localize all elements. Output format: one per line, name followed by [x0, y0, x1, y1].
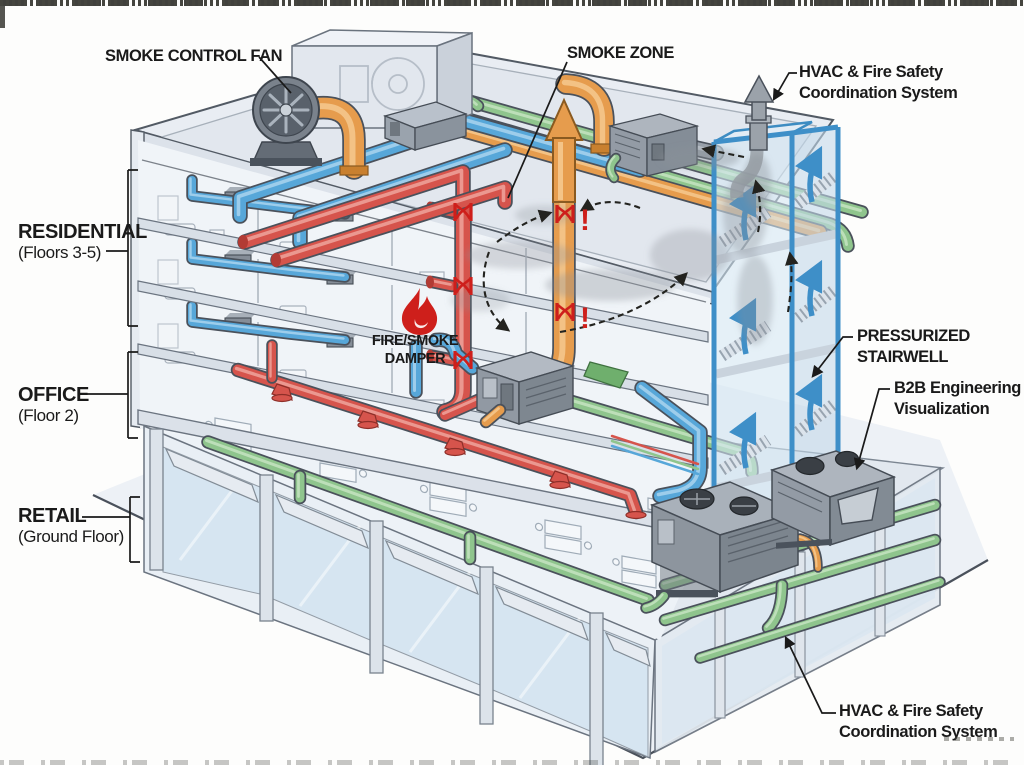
pressurized-stairwell-label: PRESSURIZED STAIRWELL — [857, 326, 970, 368]
stairwell-line1: PRESSURIZED — [857, 327, 970, 345]
stairwell-line2: STAIRWELL — [857, 348, 949, 366]
hvac-bottom-line2: Coordination System — [839, 723, 998, 741]
retail-name: RETAIL — [18, 505, 87, 527]
retail-detail: (Ground Floor) — [18, 527, 124, 546]
rooftop-unit-2 — [769, 450, 897, 549]
office-exhaust-duct — [234, 366, 637, 513]
smoke-zone-label: SMOKE ZONE — [567, 44, 674, 62]
damper-line2: DAMPER — [384, 351, 446, 367]
labeled-green-elbow — [763, 580, 787, 633]
smoke-control-fan-label: SMOKE CONTROL FAN — [105, 47, 283, 65]
roof-ahu — [382, 101, 469, 151]
labeled-green-elbow — [765, 582, 782, 628]
rtu-hood — [837, 486, 879, 525]
hvac-coordination-label-top: HVAC & Fire Safety Coordination System — [799, 62, 958, 104]
penthouse-exhaust-elbow — [561, 79, 606, 148]
retail-fresh-duct — [205, 439, 648, 600]
damper-alert-mark: ! — [580, 204, 590, 237]
office-ahu — [474, 351, 576, 429]
podium-pillar — [794, 551, 806, 678]
damper-line1: FIRE/SMOKE — [371, 333, 459, 349]
retail-label: RETAIL (Ground Floor) — [18, 505, 124, 547]
smoke-flow-arrows — [482, 144, 799, 334]
duct-diffusers — [271, 383, 647, 520]
residential-detail: (Floors 3-5) — [18, 243, 102, 262]
b2b-visualization-label: B2B Engineering Visualization — [894, 378, 1021, 420]
b2b-line2: Visualization — [894, 400, 990, 418]
cropped-text-artifact-topleft — [0, 6, 5, 28]
podium-pillar — [714, 600, 726, 719]
smoke-shaft-arrow — [544, 97, 584, 203]
rooftop-unit-1 — [640, 481, 801, 614]
cropped-text-artifact-bottom — [0, 760, 1024, 765]
damper-alert-mark: ! — [580, 302, 590, 335]
storefront-pillars — [149, 428, 604, 765]
fire-smoke-damper-label: FIRE/SMOKE DAMPER — [355, 332, 475, 368]
hvac-top-line2: Coordination System — [799, 84, 958, 102]
fan-blades-icon — [262, 86, 310, 134]
hvac-coordination-label-bottom: HVAC & Fire Safety Coordination System — [839, 701, 998, 743]
cropped-text-artifact-bottomright — [944, 737, 1014, 741]
office-name: OFFICE — [18, 384, 89, 406]
smoke-control-fan — [250, 76, 369, 180]
residential-label: RESIDENTIAL (Floors 3-5) — [18, 221, 147, 263]
storefront-awnings — [164, 447, 651, 668]
green-hood — [583, 361, 629, 389]
smoke-plumes — [450, 147, 773, 345]
residential-name: RESIDENTIAL — [18, 221, 147, 243]
supply-descent — [638, 384, 701, 497]
hvac-top-line1: HVAC & Fire Safety — [799, 63, 943, 81]
cropped-text-artifact-top — [0, 0, 1024, 6]
annotation-leaders — [80, 56, 890, 714]
flame-icon — [401, 288, 438, 335]
office-detail: (Floor 2) — [18, 406, 79, 425]
hvac-bottom-line1: HVAC & Fire Safety — [839, 702, 983, 720]
stack-up-arrow — [743, 74, 775, 103]
b2b-line1: B2B Engineering — [894, 379, 1021, 397]
office-label: OFFICE (Floor 2) — [18, 384, 89, 426]
retail-storefront — [143, 424, 656, 765]
